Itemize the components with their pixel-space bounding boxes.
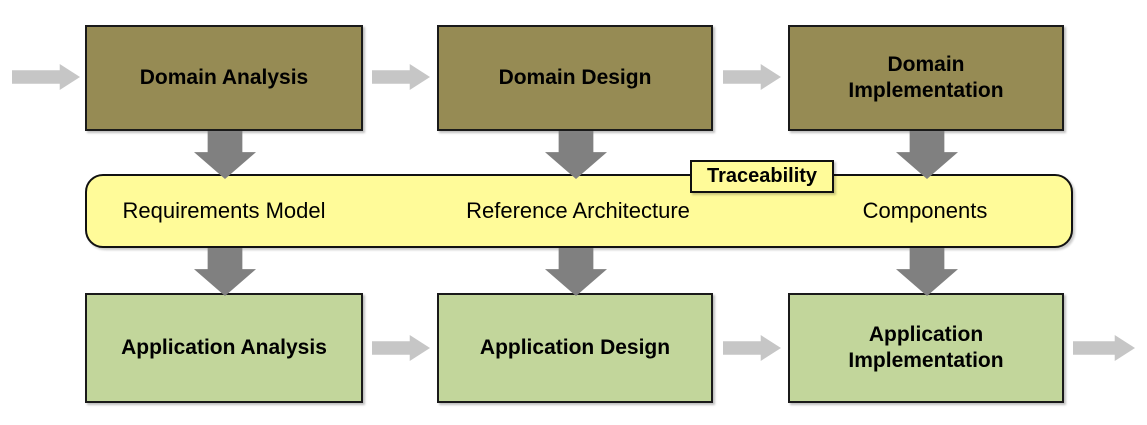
derive-arrow-domain-impl-to-components — [896, 131, 958, 179]
flow-arrow-app-analysis-to-design — [372, 335, 430, 361]
application-process-box-1[interactable]: Application Analysis — [85, 293, 363, 403]
derive-arrow-components-to-app-impl — [896, 248, 958, 296]
application-process-box-2[interactable]: Application Design — [437, 293, 713, 403]
domain-process-box-1[interactable]: Domain Analysis — [85, 25, 363, 131]
traceability-label: Traceability — [690, 160, 834, 193]
process-box-label-line: Application Analysis — [121, 336, 327, 360]
domain-process-box-2[interactable]: Domain Design — [437, 25, 713, 131]
process-box-label-line: Implementation — [848, 349, 1004, 372]
process-box-label-line: Application Design — [479, 336, 671, 360]
flow-arrow-domain-design-to-impl — [723, 64, 781, 90]
process-box-label-line: Implementation — [848, 79, 1004, 102]
flow-arrow-app-design-to-impl — [723, 335, 781, 361]
flow-arrow-into-domain-analysis — [12, 64, 80, 90]
process-box-label-line: Application — [868, 323, 984, 347]
derive-arrow-domain-analysis-to-requirements — [194, 131, 256, 179]
artifact-label: Requirements Model — [122, 198, 326, 223]
process-box-label-line: Domain Design — [498, 66, 652, 90]
artifact-label: Reference Architecture — [466, 198, 690, 223]
derive-arrow-requirements-to-app-analysis — [194, 248, 256, 296]
flow-arrow-domain-analysis-to-design — [372, 64, 430, 90]
flow-arrow-out-of-app-impl — [1073, 335, 1135, 361]
process-box-label-line: Domain — [887, 53, 965, 77]
artifact-label: Components — [862, 198, 988, 223]
derive-arrow-architecture-to-app-design — [545, 248, 607, 296]
process-box-label-line: Domain Analysis — [139, 66, 309, 90]
derive-arrow-domain-design-to-architecture — [545, 131, 607, 179]
